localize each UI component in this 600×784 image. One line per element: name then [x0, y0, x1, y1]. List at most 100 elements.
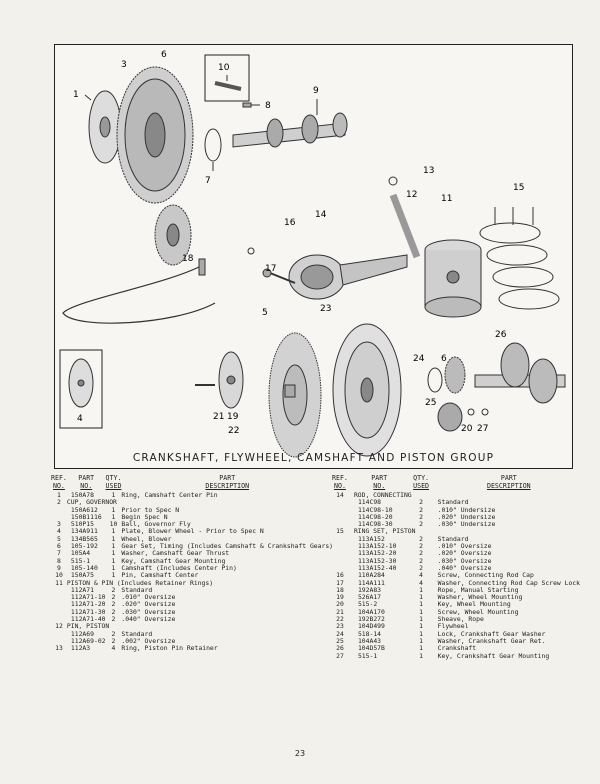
desc-cell: Lock, Crankshaft Gear Washer — [437, 629, 546, 638]
qty-cell: 2 — [419, 505, 424, 514]
qty-cell: 1 — [419, 585, 424, 594]
desc-cell: Standard — [121, 585, 153, 594]
ref-cell: 1 — [57, 491, 61, 499]
timing-gear-drawing — [116, 66, 194, 266]
blower-wheel-drawing — [268, 332, 322, 458]
desc-cell: .010" Undersize — [437, 505, 496, 514]
ref-cell: 18 — [336, 585, 344, 594]
ref-cell: 27 — [336, 651, 344, 660]
part-no-cell: 113A152-20 — [357, 549, 397, 558]
qty-cell: 1 — [419, 593, 424, 602]
ref-cell — [51, 507, 67, 514]
ref-cell: 4 — [57, 527, 61, 536]
exploded-parts-drawing: 1361089713121115141617185232624625202721… — [59, 50, 566, 458]
callout-number: 12 — [406, 190, 417, 200]
desc-cell: Screw, Connecting Rod Cap — [437, 571, 534, 580]
qty-cell: 1 — [419, 622, 424, 631]
part-no-cell: ROD, CONNECTING — [353, 491, 412, 499]
rod-cap-screw-drawing — [262, 268, 296, 284]
ref-cell — [326, 543, 354, 550]
part-no-cell: 105A4 — [70, 549, 91, 558]
part-no-cell: 112A69-02 — [70, 636, 106, 645]
callout-number: 15 — [513, 183, 524, 193]
ref-header: REF.NO. — [51, 474, 67, 490]
ref-cell — [326, 536, 354, 543]
part-no-cell: 134B565 — [70, 534, 98, 543]
ref-cell: 14 — [336, 491, 344, 499]
callout-number: 11 — [441, 194, 452, 204]
desc-cell: Crankshaft — [437, 644, 477, 653]
desc-cell: Sheave, Rope — [437, 615, 484, 624]
part-no-cell: 112A3 — [70, 644, 91, 653]
qty-cell: 2 — [111, 607, 116, 616]
part-no-cell: 192A83 — [357, 585, 382, 594]
part-no-cell: 112A71-40 — [70, 615, 106, 624]
qty-cell: 1 — [111, 549, 116, 558]
desc-cell: Pin, Camshaft Center — [121, 571, 199, 580]
callout-number: 3 — [121, 60, 127, 70]
qty-cell: 1 — [419, 607, 424, 616]
callout-number: 8 — [265, 101, 271, 111]
ref-cell: 9 — [57, 563, 61, 572]
callout-number: 26 — [495, 330, 507, 340]
qty-cell: 2 — [111, 585, 116, 594]
qty-cell: 1 — [111, 491, 116, 499]
crankshaft-gear-drawing — [427, 356, 466, 432]
ref-cell — [51, 601, 67, 608]
ref-cell: 24 — [336, 629, 344, 638]
ref-cell: 17 — [336, 578, 344, 587]
part-no-cell: 515-1 — [70, 556, 91, 565]
thrust-washer-drawing — [204, 128, 222, 162]
desc-cell: Ring, Camshaft Center Pin — [121, 491, 218, 499]
qty-cell: 4 — [419, 578, 424, 587]
desc-cell: Standard — [437, 498, 469, 507]
blower-plate-drawing — [68, 358, 94, 408]
qty-cell: 4 — [419, 571, 424, 580]
desc-cell: .010" Oversize — [121, 593, 176, 602]
qty-cell: 1 — [111, 534, 116, 543]
ref-cell: 16 — [336, 571, 344, 580]
ref-cell: 5 — [57, 534, 61, 543]
piston-drawing — [424, 239, 482, 318]
part-no-cell: 104D499 — [357, 622, 385, 631]
crankshaft-drawing — [474, 342, 566, 404]
part-no-cell: PISTON & PIN (Includes Retainer Rings) — [66, 578, 214, 587]
qty-cell: 2 — [111, 629, 116, 638]
qty-cell: 1 — [419, 629, 424, 638]
qty-cell: 1 — [111, 505, 116, 514]
desc-cell: Washer, Camshaft Gear Thrust — [121, 549, 230, 558]
callout-number: 22 — [228, 426, 239, 436]
qty-cell: 1 — [111, 571, 116, 580]
qty-cell: 2 — [111, 615, 116, 624]
desc-cell: Camshaft (Includes Center Pin) — [121, 563, 237, 572]
desc-cell: Ring, Piston Pin Retainer — [121, 644, 218, 653]
part-no-cell: 110A284 — [357, 571, 385, 580]
flywheel-drawing — [332, 323, 402, 457]
desc-cell: Begin Spec N — [121, 512, 168, 521]
qty-cell: 1 — [419, 600, 424, 609]
connecting-rod-drawing — [247, 247, 408, 300]
ref-cell — [51, 594, 67, 601]
ref-cell: 23 — [336, 622, 344, 631]
qty-cell: 1 — [419, 651, 424, 660]
part-no-cell: 112A71-20 — [70, 600, 106, 609]
qty-cell: 1 — [419, 636, 424, 645]
